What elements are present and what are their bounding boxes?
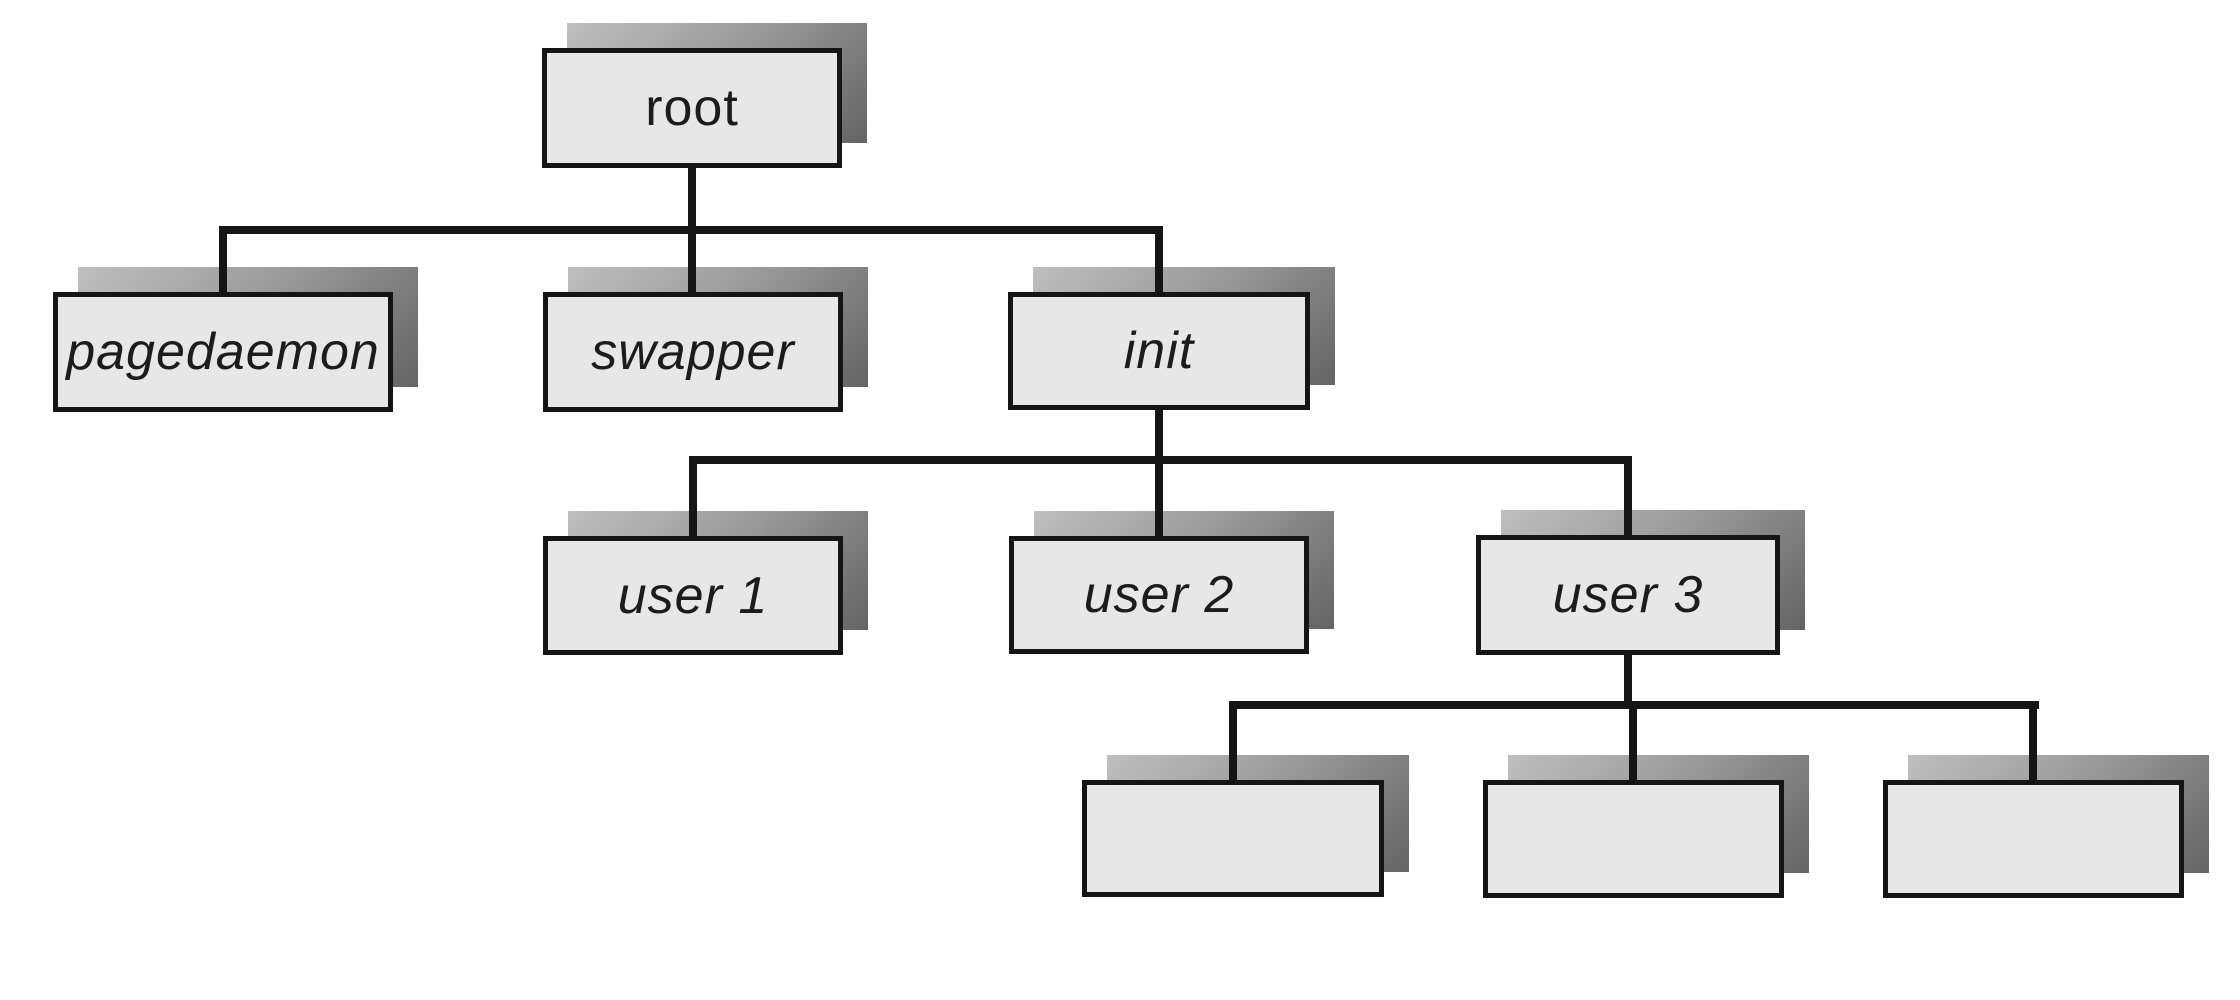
node-label-user2: user 2 xyxy=(1083,566,1235,624)
node-box: swapper xyxy=(543,292,843,412)
process-node-user3: user 3 xyxy=(1476,510,1805,655)
node-box: user 3 xyxy=(1476,535,1780,655)
connector-drop-to-pagedaemon xyxy=(219,226,227,294)
node-box: pagedaemon xyxy=(53,292,393,412)
node-box xyxy=(1082,780,1384,897)
node-label-user1: user 1 xyxy=(617,566,769,625)
node-box: user 2 xyxy=(1009,536,1309,654)
node-box: root xyxy=(542,48,842,168)
connector-level1-horizontal xyxy=(219,226,1163,234)
process-node-child1-unlabeled xyxy=(1082,755,1409,897)
connector-user3-down-vertical xyxy=(1624,650,1632,709)
process-node-swapper: swapper xyxy=(543,267,868,412)
process-node-pagedaemon: pagedaemon xyxy=(53,267,418,412)
process-node-user1: user 1 xyxy=(543,511,868,655)
connector-drop-to-user3 xyxy=(1624,456,1632,538)
connector-init-to-user2-vertical xyxy=(1155,406,1163,538)
node-box: init xyxy=(1008,292,1310,410)
connector-level2-horizontal xyxy=(689,456,1632,464)
node-label-pagedaemon: pagedaemon xyxy=(66,323,380,381)
connector-drop-to-child3 xyxy=(2029,701,2037,782)
node-box xyxy=(1883,780,2184,898)
process-node-root: root xyxy=(542,23,867,168)
process-node-init: init xyxy=(1008,267,1335,410)
node-label-swapper: swapper xyxy=(591,323,795,381)
process-node-child2-unlabeled xyxy=(1483,755,1809,898)
connector-drop-to-init xyxy=(1155,226,1163,294)
node-box xyxy=(1483,780,1784,898)
node-label-init: init xyxy=(1123,322,1195,380)
node-box: user 1 xyxy=(543,536,843,655)
process-node-child3-unlabeled xyxy=(1883,755,2209,898)
connector-drop-to-child2 xyxy=(1629,701,1637,782)
node-label-root: root xyxy=(645,79,739,137)
node-label-user3: user 3 xyxy=(1552,566,1704,624)
process-node-user2: user 2 xyxy=(1009,511,1334,654)
connector-drop-to-user1 xyxy=(689,456,697,538)
connector-drop-to-child1 xyxy=(1229,701,1237,782)
